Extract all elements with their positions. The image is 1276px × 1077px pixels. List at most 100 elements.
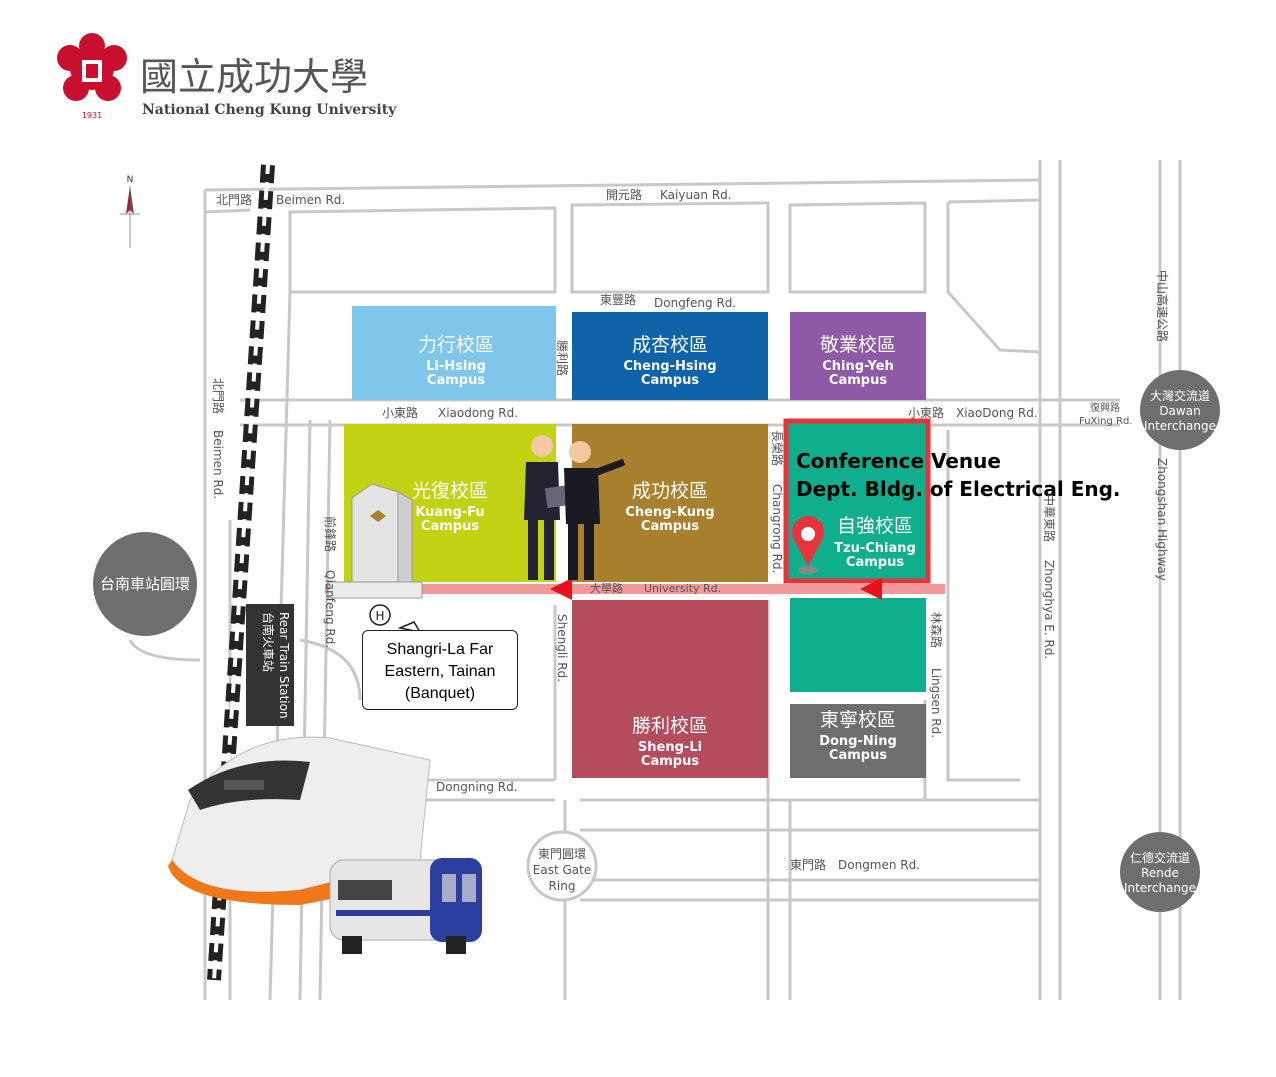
businessmen-figure-icon	[524, 435, 626, 580]
road-label-xiaodong-right-en: XiaoDong Rd.	[956, 406, 1038, 420]
svg-text:Interchange: Interchange	[1144, 419, 1216, 433]
road-label-shengli-top: 勝利路	[555, 340, 570, 376]
svg-text:Campus: Campus	[846, 555, 904, 570]
road-label-beimen-side-en: Beimen Rd.	[211, 430, 225, 499]
svg-text:東寧校區: 東寧校區	[820, 709, 896, 731]
road-label-shengli: Shengli Rd.	[555, 614, 569, 682]
svg-text:成杏校區: 成杏校區	[632, 334, 708, 356]
svg-text:台南車站圓環: 台南車站圓環	[100, 575, 190, 593]
hotel-building-icon	[327, 483, 423, 599]
svg-text:Tzu-Chiang: Tzu-Chiang	[834, 541, 916, 556]
campus-label-cheng-kung: 成功校區 Cheng-Kung Campus	[625, 480, 714, 534]
route-arrow-icon	[550, 578, 572, 600]
road-label-kaiyuan: 開元路	[606, 187, 642, 202]
campus-block-sheng-li[interactable]	[572, 600, 768, 778]
svg-text:Dawan: Dawan	[1159, 404, 1200, 418]
campus-block-tzu-chiang-south[interactable]	[790, 598, 926, 692]
road-label-changrong-en: Changrong Rd.	[770, 484, 784, 573]
hotel-name-line3: (Banquet)	[404, 685, 476, 702]
campus-block-ching-yeh[interactable]	[790, 312, 926, 400]
campus-block-tzu-chiang[interactable]	[783, 418, 931, 584]
campus-label-kuang-fu: 光復校區 Kuang-Fu Campus	[412, 480, 488, 534]
svg-text:自強校區: 自強校區	[837, 515, 913, 537]
rende-interchange-circle[interactable]: 仁德交流道 Rende Interchange	[1120, 832, 1200, 912]
svg-text:Campus: Campus	[421, 519, 479, 534]
road-label-linsen-en: Lingsen Rd.	[929, 668, 943, 738]
svg-text:Campus: Campus	[427, 373, 485, 388]
svg-text:勝利校區: 勝利校區	[632, 715, 708, 737]
venue-label-line1: Conference Venue	[796, 449, 1001, 473]
svg-text:Campus: Campus	[829, 748, 887, 763]
campus-label-dong-ning: 東寧校區 Dong-Ning Campus	[819, 709, 897, 763]
campus-block-li-hsing[interactable]	[352, 306, 556, 400]
route-university-rd	[325, 578, 945, 600]
campus-label-cheng-hsing: 成杏校區 Cheng-Hsing Campus	[623, 334, 716, 388]
road-label-linsen: 林森路	[929, 612, 944, 648]
road-label-zhonghua: 中華東路	[1042, 494, 1057, 542]
route-arrow-icon	[860, 578, 882, 600]
road-label-dongfeng: 東豐路	[600, 292, 636, 307]
road-label-beimen-top-en: Beimen Rd.	[276, 193, 345, 207]
road-label-fuxing-en: FuXing Rd.	[1079, 416, 1133, 427]
north-compass-icon: N	[120, 175, 140, 248]
svg-text:Campus: Campus	[641, 754, 699, 769]
road-label-beimen-top: 北門路	[216, 192, 252, 207]
svg-text:Ching-Yeh: Ching-Yeh	[822, 359, 894, 374]
road-labels: 北門路 Beimen Rd. 開元路 Kaiyuan Rd. 東豐路 Dongf…	[211, 187, 1170, 872]
campus-block-dong-ning[interactable]	[790, 704, 926, 778]
road-label-zhonghua-en: Zhonghya E. Rd.	[1042, 560, 1056, 659]
svg-text:力行校區: 力行校區	[418, 334, 494, 356]
logo-year: 1931	[82, 111, 102, 120]
venue-pin-icon[interactable]	[792, 516, 824, 574]
campus-label-ching-yeh: 敬業校區 Ching-Yeh Campus	[820, 334, 896, 388]
svg-text:Campus: Campus	[641, 373, 699, 388]
high-speed-train-icon	[168, 736, 431, 905]
svg-text:Campus: Campus	[641, 519, 699, 534]
east-gate-ring[interactable]: 東門圓環 East Gate Ring	[526, 830, 598, 902]
svg-text:Sheng-Li: Sheng-Li	[638, 740, 702, 755]
campus-label-li-hsing: 力行校區 Li-Hsing Campus	[418, 334, 494, 388]
road-label-dongning-en: Dongning Rd.	[436, 780, 518, 794]
svg-text:H: H	[375, 609, 384, 623]
svg-text:敬業校區: 敬業校區	[820, 334, 896, 356]
hotel-h-icon: H	[369, 604, 422, 634]
road-label-xiaodong-left-en: Xiaodong Rd.	[438, 406, 518, 420]
station-ring-circle[interactable]: 台南車站圓環	[93, 532, 197, 636]
svg-text:Campus: Campus	[829, 373, 887, 388]
road-label-university-en: University Rd.	[644, 582, 721, 595]
campus-block-cheng-kung[interactable]	[572, 424, 768, 582]
road-label-dongmen-en: Dongmen Rd.	[838, 858, 920, 872]
svg-text:East Gate: East Gate	[533, 863, 591, 877]
road-label-changrong: 長榮路	[770, 430, 785, 466]
road-label-beimen-side: 北門路	[211, 378, 226, 414]
compass-north-label: N	[127, 175, 134, 185]
campus-label-tzu-chiang: 自強校區 Tzu-Chiang Campus	[834, 515, 916, 570]
road-label-xiaodong-left: 小東路	[382, 405, 418, 420]
svg-text:Interchange: Interchange	[1124, 881, 1196, 895]
logo-title-en: National Cheng Kung University	[142, 102, 397, 118]
ncku-emblem-icon	[57, 33, 127, 101]
road-label-kaiyuan-en: Kaiyuan Rd.	[660, 188, 732, 202]
road-label-zhongshan: 中山高速公路	[1155, 270, 1170, 342]
hotel-callout[interactable]: Shangri-La Far Eastern, Tainan (Banquet)	[362, 630, 518, 710]
road-label-dongmen: 東門路	[790, 857, 826, 872]
svg-text:Dong-Ning: Dong-Ning	[819, 734, 897, 749]
svg-text:成功校區: 成功校區	[632, 480, 708, 502]
venue-label-line2: Dept. Bldg. of Electrical Eng.	[796, 477, 1121, 501]
svg-text:光復校區: 光復校區	[412, 480, 488, 502]
road-label-xiaodong-right: 小東路	[908, 405, 944, 420]
svg-text:Cheng-Kung: Cheng-Kung	[625, 505, 714, 520]
ncku-logo: 1931 國立成功大學 National Cheng Kung Universi…	[57, 33, 397, 120]
svg-text:東門圓環: 東門圓環	[538, 847, 586, 861]
svg-text:Rear Train Station: Rear Train Station	[277, 612, 291, 719]
dawan-interchange-circle[interactable]: 大灣交流道 Dawan Interchange	[1140, 370, 1220, 450]
campus-block-cheng-hsing[interactable]	[572, 312, 768, 400]
road-label-qianfeng-en: Qianfeng Rd.	[323, 570, 337, 648]
road-label-zhongshan-en: Zhongshan Highway	[1155, 458, 1169, 581]
local-train-icon	[329, 858, 482, 954]
hotel-name-line2: Eastern, Tainan	[384, 663, 496, 680]
rear-train-station-label[interactable]: 台南火車站 Rear Train Station	[246, 604, 294, 726]
svg-text:Ring: Ring	[549, 879, 576, 893]
svg-text:仁德交流道: 仁德交流道	[1130, 850, 1190, 865]
